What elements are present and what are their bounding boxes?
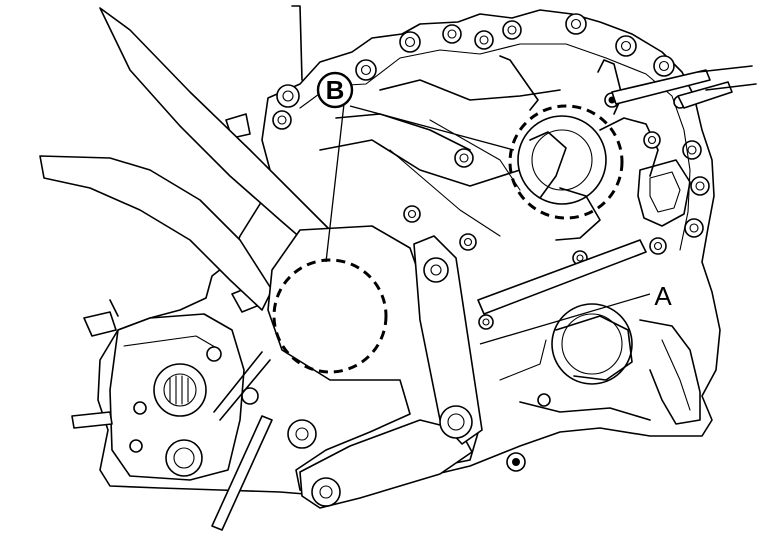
callout-b-circle bbox=[316, 71, 354, 109]
flange-bolts bbox=[272, 13, 710, 238]
leader-line-b-right bbox=[349, 105, 515, 151]
leader-line-b-left bbox=[325, 103, 345, 263]
callout-b-label: B bbox=[326, 75, 345, 105]
target-markers bbox=[272, 104, 624, 374]
callout-a: A bbox=[479, 281, 676, 345]
dashed-circle-right bbox=[508, 104, 624, 220]
callout-b: B bbox=[316, 71, 515, 263]
holding-tool bbox=[39, 7, 647, 531]
callout-a-label: A bbox=[654, 281, 672, 311]
leader-line-a bbox=[479, 293, 651, 345]
callout-a-backing bbox=[650, 282, 676, 310]
dashed-circle-left bbox=[272, 258, 388, 374]
